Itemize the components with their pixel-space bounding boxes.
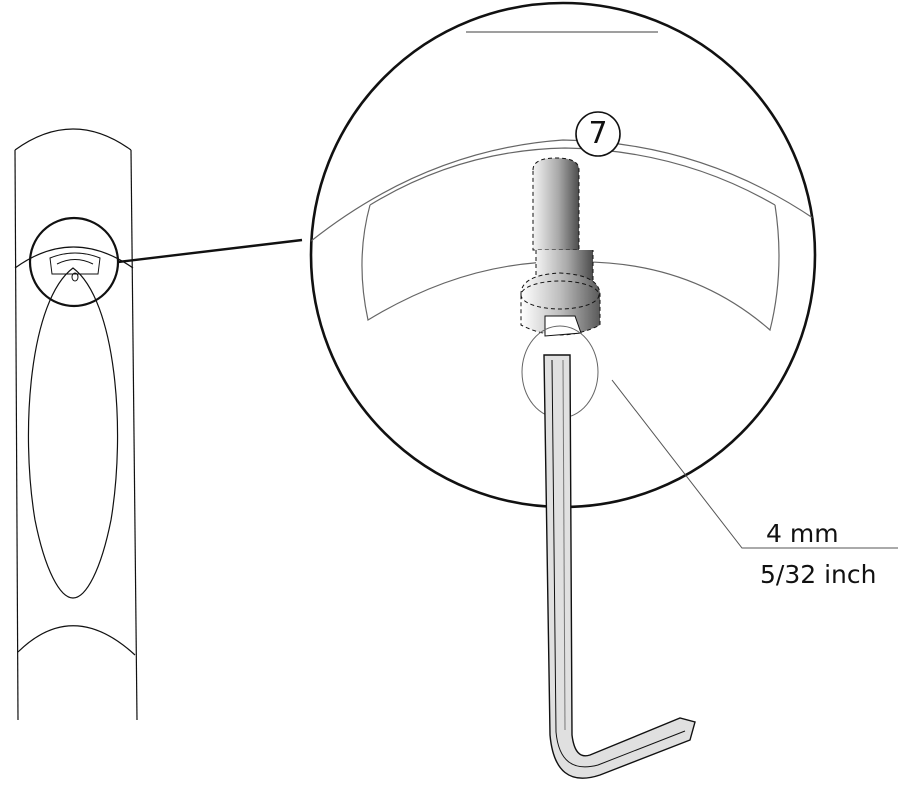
tool-size-imperial: 5/32 inch (760, 560, 877, 589)
step-number-badge (575, 111, 621, 157)
hex-key-icon (521, 325, 696, 779)
tool-size-leader (611, 379, 898, 549)
step-number: 7 (588, 116, 608, 151)
hex-bolt-icon (520, 157, 601, 337)
tool-size-metric: 4 mm (766, 519, 839, 548)
zoom-connector-line (117, 238, 303, 264)
seat-post-tube-icon (14, 128, 138, 721)
